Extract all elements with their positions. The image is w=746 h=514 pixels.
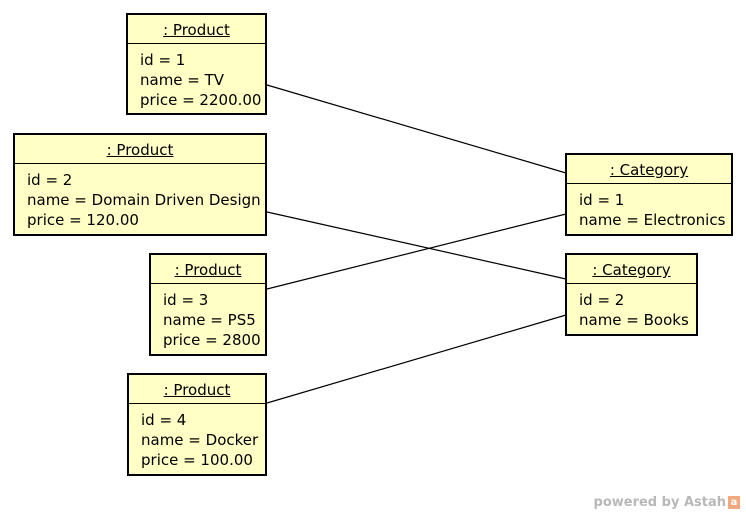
watermark-text: powered by Astah [593, 495, 726, 510]
object-title: : Category [567, 155, 731, 184]
attribute-name: name = Docker [141, 431, 259, 449]
astah-logo-icon: a [728, 496, 740, 509]
attribute-id: id = 3 [163, 291, 209, 309]
attribute-name: name = PS5 [163, 311, 256, 329]
object-title: : Product [15, 135, 265, 164]
attribute-price: price = 100.00 [141, 451, 253, 469]
link-product-2-category-2 [266, 211, 567, 280]
object-title: : Product [129, 375, 265, 404]
product-2[interactable]: : Product id = 2 name = Domain Driven De… [13, 133, 267, 236]
product-1[interactable]: : Product id = 1 name = TV price = 2200.… [126, 13, 267, 115]
link-product-1-category-1 [266, 84, 567, 174]
attribute-id: id = 4 [141, 411, 187, 429]
attribute-price: price = 120.00 [27, 211, 139, 229]
object-title: : Category [567, 255, 696, 284]
attribute-id: id = 1 [140, 51, 186, 69]
attribute-price: price = 2200.00 [140, 91, 262, 109]
product-3[interactable]: : Product id = 3 name = PS5 price = 2800 [149, 253, 267, 356]
astah-watermark: powered by Astah a [594, 495, 740, 510]
object-title: : Product [128, 15, 265, 44]
link-product-3-category-1 [266, 213, 567, 290]
attribute-id: id = 2 [579, 291, 625, 309]
attribute-price: price = 2800 [163, 331, 261, 349]
attribute-name: name = Books [579, 311, 689, 329]
attribute-name: name = Domain Driven Design [27, 191, 261, 209]
attribute-id: id = 2 [27, 171, 73, 189]
object-title: : Product [151, 255, 265, 284]
attribute-name: name = TV [140, 71, 225, 89]
attribute-id: id = 1 [579, 191, 625, 209]
attribute-name: name = Electronics [579, 211, 726, 229]
category-2[interactable]: : Category id = 2 name = Books [565, 253, 698, 336]
link-product-4-category-2 [266, 314, 567, 404]
product-4[interactable]: : Product id = 4 name = Docker price = 1… [127, 373, 267, 476]
category-1[interactable]: : Category id = 1 name = Electronics [565, 153, 733, 236]
